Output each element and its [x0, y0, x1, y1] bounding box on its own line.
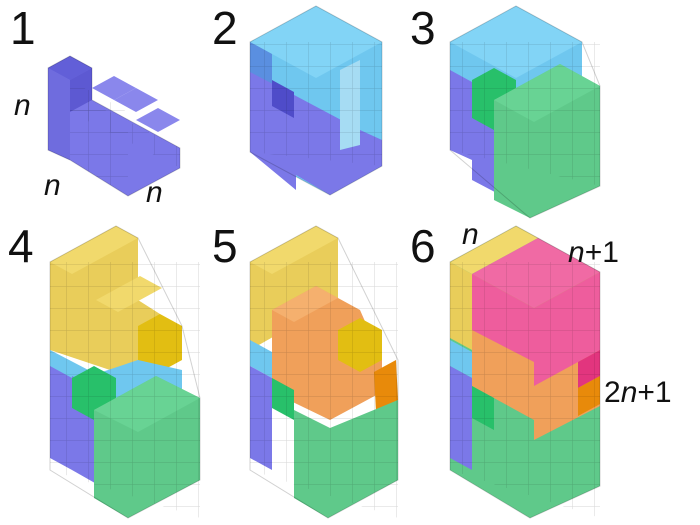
panel-4: 4	[8, 220, 201, 519]
panel-6-number: 6	[410, 220, 436, 272]
panel-1-height-label: n	[14, 89, 31, 122]
panel-6: 6 n n+1 2n+1	[410, 218, 672, 519]
panel-1-staircase	[47, 55, 181, 197]
panel-1-right-label: n	[146, 176, 163, 209]
panel-3-number: 3	[410, 2, 436, 54]
panel-5: 5	[212, 220, 399, 519]
panel-6-top-left-label: n	[462, 218, 479, 251]
panel-6-top-right-label: n+1	[568, 236, 619, 269]
panel-3-block	[449, 5, 601, 219]
panel-4-number: 4	[8, 220, 34, 272]
panel-6-side-label: 2n+1	[604, 376, 672, 409]
panel-3: 3	[410, 2, 601, 219]
panel-5-block	[249, 225, 399, 519]
panel-6-cuboid	[449, 225, 601, 519]
panel-1-left-label: n	[44, 169, 61, 202]
panel-2: 2	[212, 2, 383, 196]
panel-5-number: 5	[212, 220, 238, 272]
panel-1-number: 1	[10, 2, 36, 54]
panel-1: 1 n n n	[10, 2, 181, 209]
panel-2-number: 2	[212, 2, 238, 54]
panel-4-block	[49, 225, 201, 519]
panel-2-block	[249, 5, 383, 196]
